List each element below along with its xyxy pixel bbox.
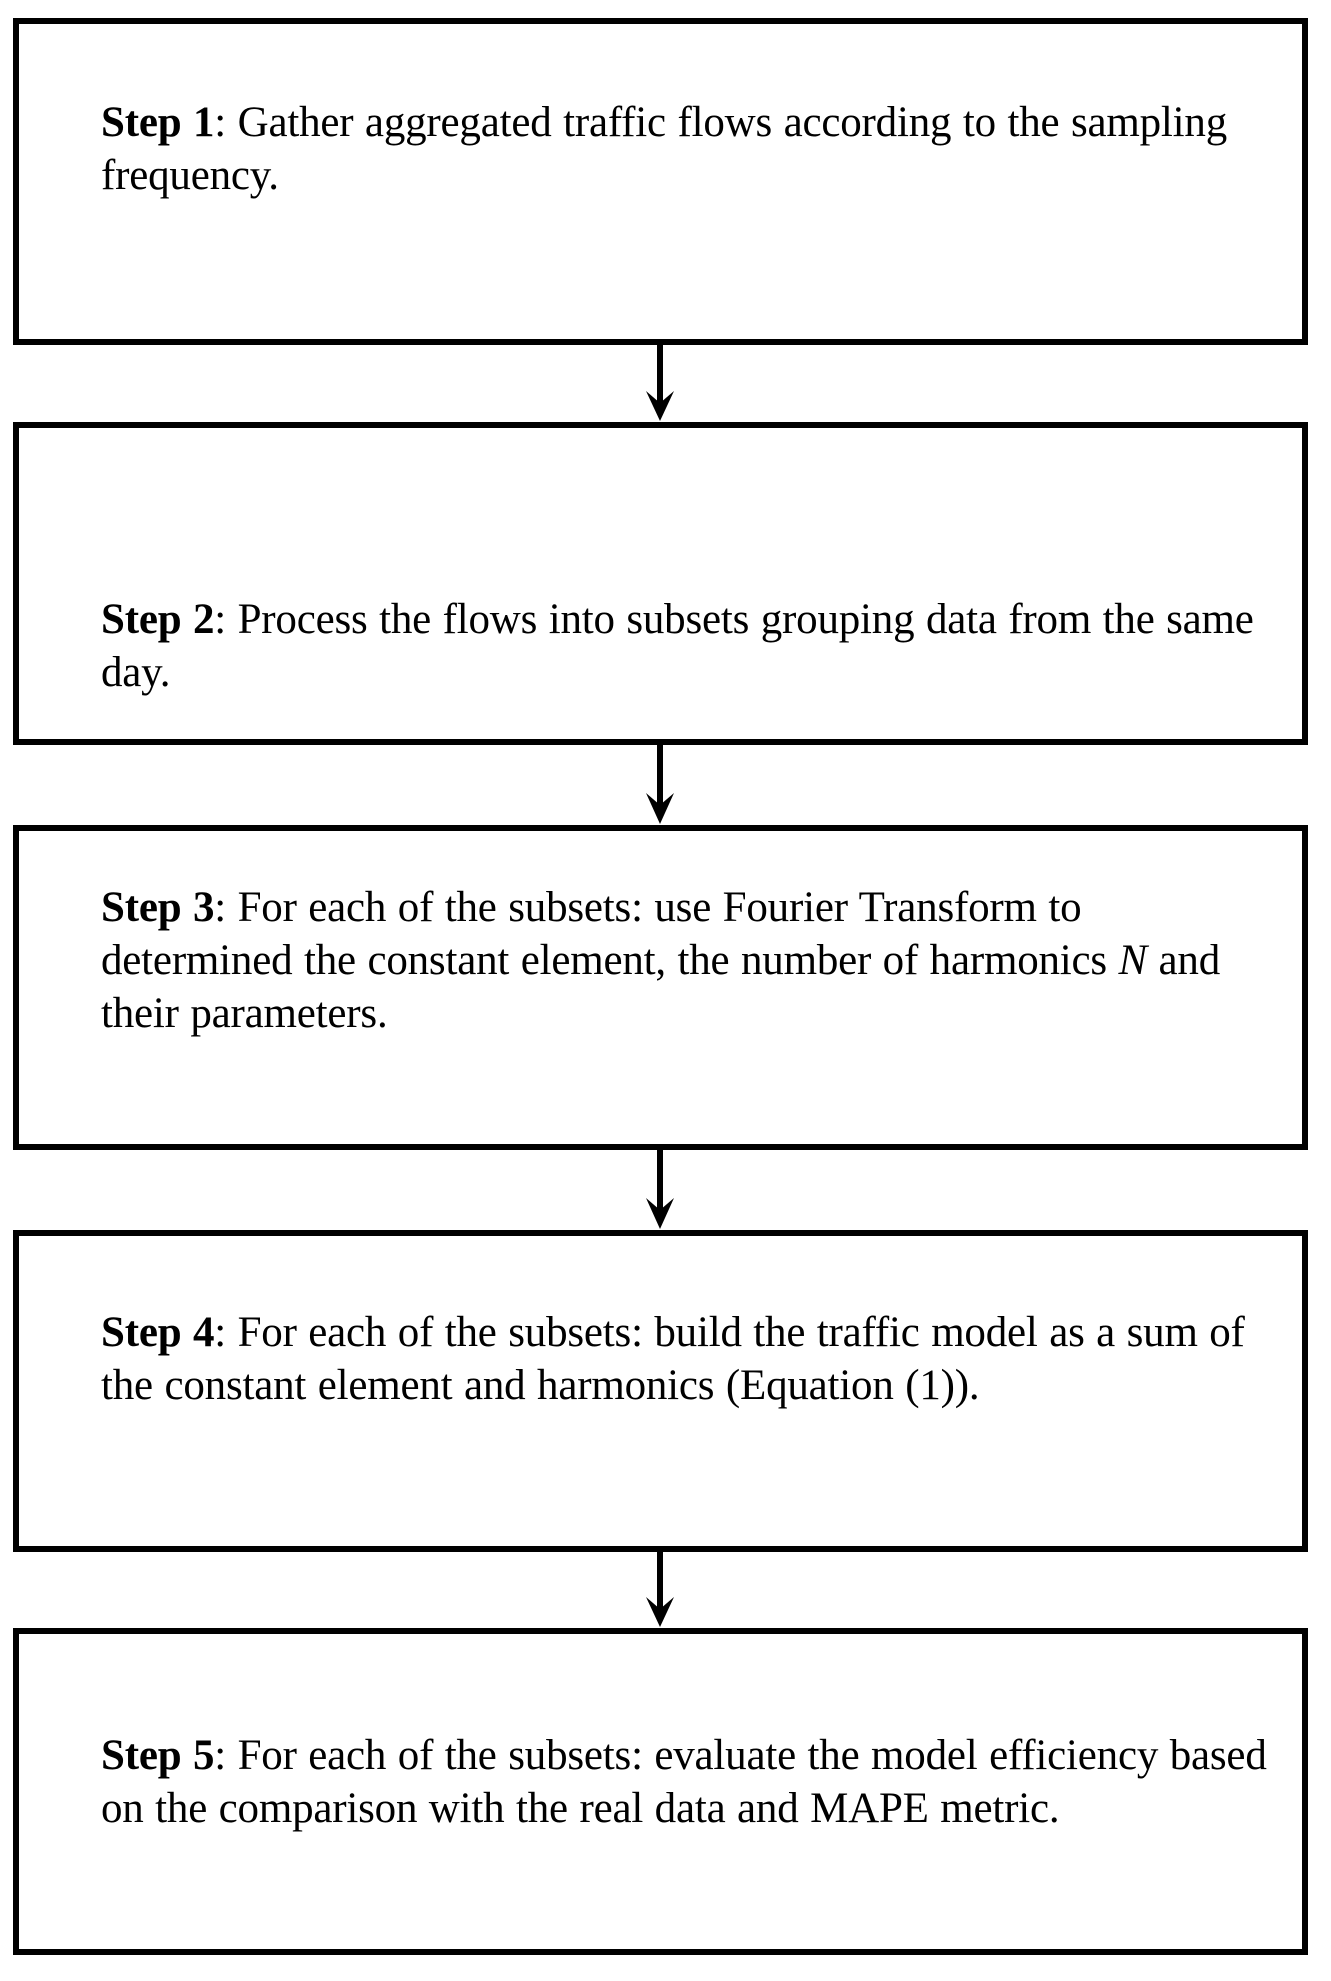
step-2-text: Step 2: Process the flows into subsets g… [101, 593, 1268, 699]
step-3-label: Step 3 [101, 884, 215, 931]
arrow-down-icon [646, 745, 674, 824]
arrow-down-icon [646, 1552, 674, 1627]
step-3-variable-n: N [1118, 937, 1148, 984]
connector-step4-step5 [643, 1552, 677, 1628]
step-5-label: Step 5 [101, 1732, 215, 1779]
arrow-down-icon [646, 1150, 674, 1229]
step-3-body-part-1: For each of the subsets: use Fourier Tra… [101, 884, 1119, 984]
arrow-down-icon [646, 345, 674, 421]
step-4-body: For each of the subsets: build the traff… [101, 1309, 1245, 1409]
flowchart-node-step-2: Step 2: Process the flows into subsets g… [13, 422, 1308, 745]
step-1-colon: : [214, 99, 238, 146]
step-5-text: Step 5: For each of the subsets: evaluat… [101, 1729, 1268, 1835]
step-1-label: Step 1 [101, 99, 215, 146]
step-3-colon: : [214, 884, 238, 931]
step-1-text: Step 1: Gather aggregated traffic flows … [101, 96, 1268, 202]
connector-step2-step3 [643, 745, 677, 825]
step-2-colon: : [214, 596, 238, 643]
flowchart-node-step-5: Step 5: For each of the subsets: evaluat… [13, 1628, 1308, 1955]
flowchart-node-step-3: Step 3: For each of the subsets: use Fou… [13, 825, 1308, 1150]
step-4-label: Step 4 [101, 1309, 215, 1356]
step-4-colon: : [214, 1309, 238, 1356]
flowchart-node-step-4: Step 4: For each of the subsets: build t… [13, 1230, 1308, 1552]
step-2-body: Process the flows into subsets grouping … [101, 596, 1254, 696]
step-1-body: Gather aggregated traffic flows accordin… [101, 99, 1228, 199]
flowchart-node-step-1: Step 1: Gather aggregated traffic flows … [13, 18, 1308, 345]
connector-step1-step2 [643, 345, 677, 422]
step-4-text: Step 4: For each of the subsets: build t… [101, 1306, 1268, 1412]
step-5-body: For each of the subsets: evaluate the mo… [101, 1732, 1267, 1832]
step-2-label: Step 2 [101, 596, 215, 643]
connector-step3-step4 [643, 1150, 677, 1230]
step-5-colon: : [214, 1732, 238, 1779]
step-3-text: Step 3: For each of the subsets: use Fou… [101, 881, 1268, 1040]
step-3-body-part-2: and their parameters. [101, 937, 1221, 1037]
